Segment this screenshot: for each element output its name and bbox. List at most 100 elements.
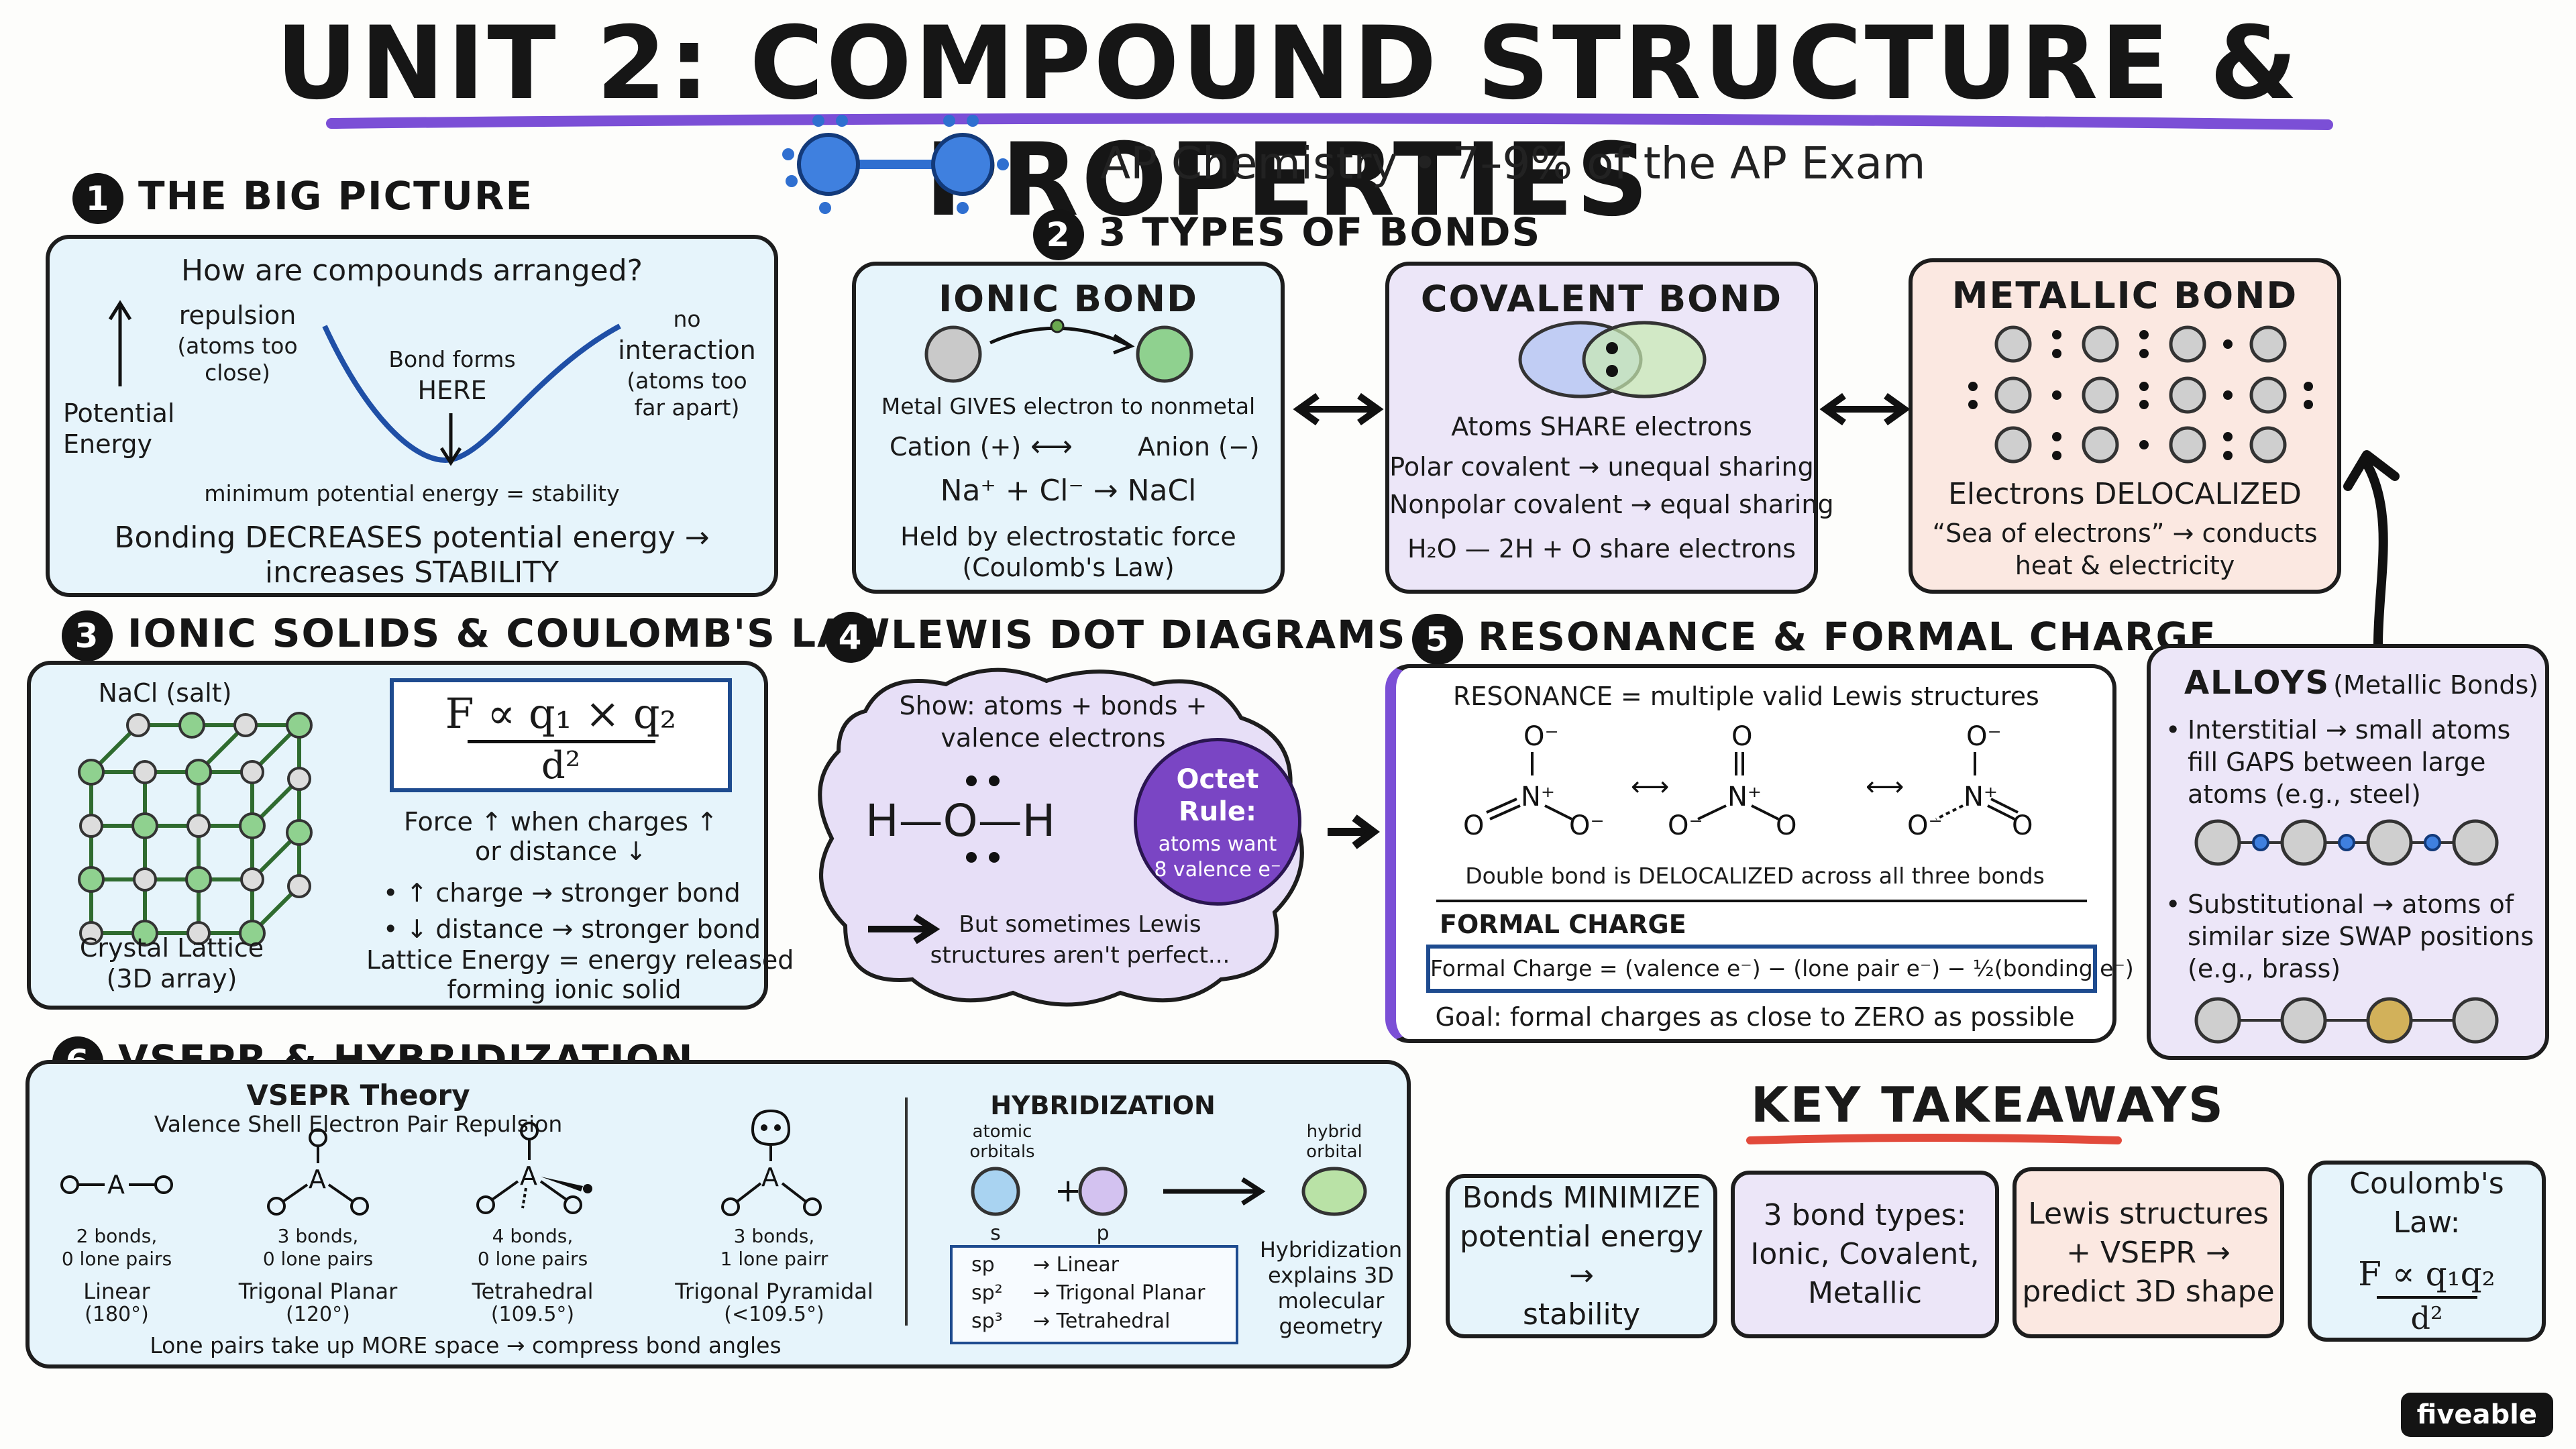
no-interaction-1: no [673, 306, 701, 332]
section-4-title: LEWIS DOT DIAGRAMS [891, 612, 1407, 658]
cation-anion-arrow: ⟷ [1030, 429, 1073, 464]
covalent-line-3: Nonpolar covalent → equal sharing [1389, 490, 1834, 519]
covalent-bond-title: COVALENT BOND [1420, 278, 1783, 320]
alloys-subtitle: (Metallic Bonds) [2333, 670, 2539, 700]
takeaway-4-fraction-bar [2376, 1296, 2477, 1299]
metallic-bond-title: METALLIC BOND [1951, 274, 2298, 317]
octet-line-4: 8 valence e⁻ [1154, 858, 1281, 881]
vsepr-card: VSEPR Theory Valence Shell Electron Pair… [25, 1060, 1411, 1368]
hybrid-type: sp [971, 1253, 995, 1277]
hybrid-type: sp² [971, 1281, 1003, 1305]
svg-text:O⁻: O⁻ [1668, 810, 1703, 841]
svg-text:O: O [2012, 810, 2033, 841]
takeaway-1-line-1: Bonds MINIMIZE [1462, 1180, 1701, 1215]
shape-angle: (<109.5°) [724, 1303, 824, 1326]
ionic-covalent-arrow [1293, 392, 1384, 426]
ionic-solids-card: NaCl (salt) Crystal Lattice (3D array) F… [27, 661, 794, 1010]
molecule-icon [782, 115, 1009, 214]
lewis-caveat-2: structures aren't perfect... [930, 942, 1230, 969]
resonance-divider [1436, 900, 2087, 902]
alloys-card: ALLOYS (Metallic Bonds) • Interstitial →… [2147, 644, 2549, 1060]
lewis-show-2: valence electrons [941, 723, 1166, 753]
atomic-orbitals-label-1: atomic [972, 1122, 1032, 1142]
shape-name: Trigonal Planar [238, 1279, 398, 1304]
nacl-label: NaCl (salt) [98, 678, 232, 708]
takeaway-2-line-3: Metallic [1807, 1276, 1923, 1310]
repulsion-note-1: (atoms too [177, 333, 298, 359]
hybrid-type: sp³ [971, 1309, 1003, 1333]
electron-sea-icon [1968, 325, 2313, 464]
section-5-title: RESONANCE & FORMAL CHARGE [1478, 614, 2217, 660]
interstitial-line-3: atoms (e.g., steel) [2188, 780, 2421, 809]
minimum-energy-note: minimum potential energy = stability [204, 480, 620, 506]
bond-forms-here: HERE [417, 376, 487, 405]
page-title: UNIT 2: COMPOUND STRUCTURE & PROPERTIES [276, 5, 2300, 239]
takeaway-card-1: Bonds MINIMIZE potential energy → stabil… [1446, 1174, 1717, 1338]
takeaway-card-4: Coulomb's Law: F ∝ q₁q₂ d² [2308, 1161, 2546, 1342]
anion-label: Anion (−) [1138, 432, 1260, 462]
interstitial-bullet: • [2165, 715, 2181, 745]
shared-electrons-venn [1518, 321, 1707, 398]
s-orbital-label: s [990, 1222, 1001, 1245]
covalent-line-1: Atoms SHARE electrons [1451, 412, 1752, 441]
hybrid-shape: → Linear [1033, 1253, 1119, 1277]
takeaway-4-denominator: d² [2410, 1300, 2443, 1336]
substitutional-alloy-icon [2194, 997, 2499, 1044]
svg-text:⟷: ⟷ [1866, 771, 1904, 802]
shape-lone-pairs: 0 lone pairs [61, 1248, 172, 1270]
interstitial-line-2: fill GAPS between large [2188, 747, 2486, 777]
bonding-decreases-1: Bonding DECREASES potential energy → [114, 521, 710, 555]
shape-angle: (109.5°) [490, 1303, 575, 1326]
shape-lone-pairs: 0 lone pairs [262, 1248, 374, 1270]
page-subtitle: AP Chemistry • 7–9% of the AP Exam [1100, 138, 1926, 189]
water-lewis-structure: H—O—H [865, 795, 1056, 847]
fiveable-logo: fiveable [2400, 1393, 2553, 1437]
vsepr-theory-title: VSEPR Theory [246, 1079, 470, 1112]
svg-text:O: O [1731, 721, 1752, 752]
interstitial-line-1: Interstitial → small atoms [2188, 715, 2511, 745]
shape-angle: (180°) [85, 1303, 149, 1326]
hybrid-orbital-label-2: orbital [1306, 1142, 1362, 1162]
takeaway-4-numerator: F ∝ q₁q₂ [2358, 1254, 2496, 1293]
formal-charge-formula: Formal Charge = (valence e⁻) − (lone pai… [1430, 955, 2134, 981]
title-underline [326, 113, 2333, 130]
hybrid-orbital-label-1: hybrid [1306, 1122, 1362, 1142]
crystal-lattice-label: Crystal Lattice [79, 933, 264, 963]
fraction-bar [468, 740, 655, 743]
key-takeaways-heading: KEY TAKEAWAYS [1751, 1077, 2225, 1133]
hybridization-title: HYBRIDIZATION [990, 1091, 1216, 1120]
takeaway-3-line-2: + VSEPR → [2066, 1235, 2231, 1270]
repulsion-label: repulsion [178, 301, 297, 330]
metallic-line-3: heat & electricity [2015, 551, 2235, 580]
metallic-bond-card: METALLIC BOND Electrons DELOCALIZED “Sea… [1909, 258, 2341, 594]
takeaway-1-line-3: stability [1522, 1297, 1641, 1332]
big-picture-card: How are compounds arranged? Potential En… [46, 235, 778, 597]
octet-line-1: Octet [1176, 764, 1259, 795]
svg-text:O⁻: O⁻ [1907, 810, 1943, 841]
svg-text:A: A [520, 1161, 537, 1191]
no-interaction-2: interaction [618, 335, 756, 365]
force-line-2: or distance ↓ [475, 837, 647, 866]
p-orbital-label: p [1096, 1222, 1110, 1245]
vsepr-full-name: Valence Shell Electron Pair Repulsion [154, 1111, 563, 1137]
no-interaction-3: (atoms too [627, 368, 747, 394]
resonance-card: RESONANCE = multiple valid Lewis structu… [1385, 664, 2134, 1043]
repulsion-note-2: close) [205, 360, 270, 386]
svg-text:O⁻: O⁻ [1523, 721, 1559, 752]
section-2-number: 2 [1033, 209, 1084, 260]
takeaway-2-line-2: Ionic, Covalent, [1750, 1237, 1980, 1271]
but-sometimes-arrow [868, 914, 941, 945]
section-3-title: IONIC SOLIDS & COULOMB'S LAW [127, 610, 892, 657]
formal-charge-heading: FORMAL CHARGE [1440, 910, 1686, 939]
formal-charge-formula-box: Formal Charge = (valence e⁻) − (lone pai… [1426, 945, 2134, 993]
shape-bonds: 3 bonds, [733, 1225, 815, 1247]
crystal-lattice-note: (3D array) [106, 964, 237, 994]
electron-transfer-icon [924, 319, 1193, 383]
vsepr-hybridization-divider [905, 1097, 908, 1326]
ionic-line-1: Metal GIVES electron to nonmetal [881, 393, 1256, 419]
octet-rule-badge: Octet Rule: atoms want 8 valence e⁻ [1134, 738, 1301, 906]
